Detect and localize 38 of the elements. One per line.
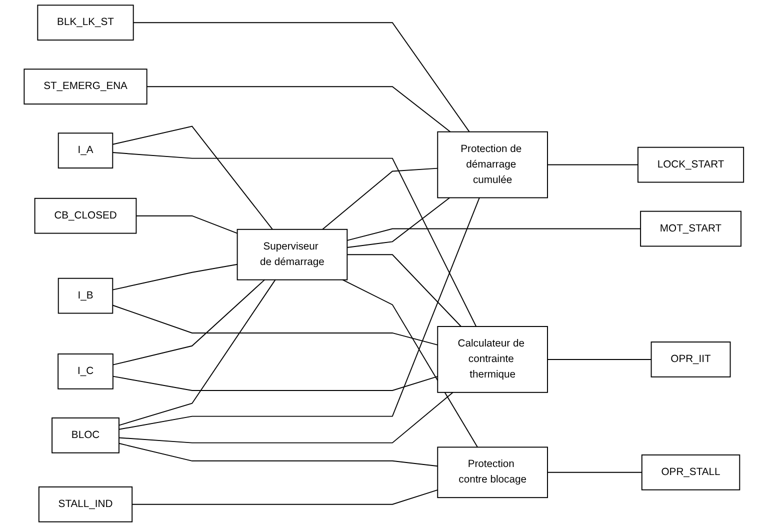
connector bbox=[131, 489, 438, 505]
node-box: I_C bbox=[57, 353, 114, 390]
node-box: I_B bbox=[58, 278, 113, 314]
node-box: Protection de démarrage cumulée bbox=[436, 131, 548, 198]
connector bbox=[118, 392, 454, 444]
connector bbox=[346, 228, 641, 241]
connector bbox=[112, 264, 238, 290]
connector bbox=[112, 126, 273, 230]
connector bbox=[346, 254, 462, 327]
connector bbox=[322, 168, 438, 230]
connector bbox=[135, 215, 238, 234]
node-box: I_A bbox=[58, 132, 113, 168]
node-box: OPR_IIT bbox=[650, 342, 730, 378]
connector bbox=[546, 164, 638, 166]
connector bbox=[112, 376, 438, 391]
node-box: MOT_START bbox=[640, 210, 742, 247]
connector bbox=[346, 197, 450, 248]
connector bbox=[132, 22, 470, 132]
node-box: STALL_IND bbox=[38, 486, 132, 522]
node-box: ST_EMERG_ENA bbox=[23, 68, 147, 105]
connector bbox=[118, 197, 480, 430]
node-box: CB_CLOSED bbox=[34, 198, 136, 234]
node-box: LOCK_START bbox=[637, 146, 744, 183]
node-box: BLOC bbox=[51, 417, 120, 454]
connector bbox=[146, 86, 450, 132]
node-box: Calculateur de contrainte thermique bbox=[436, 326, 548, 393]
connector bbox=[112, 304, 438, 346]
connector bbox=[118, 279, 276, 426]
node-box: Superviseur de démarrage bbox=[236, 228, 348, 280]
connector bbox=[546, 472, 642, 473]
node-box: Protection contre blocage bbox=[436, 446, 548, 498]
node-box: BLK_LK_ST bbox=[36, 4, 134, 41]
connector bbox=[112, 152, 476, 327]
node-box: OPR_STALL bbox=[641, 454, 740, 490]
connector bbox=[546, 358, 652, 360]
connector bbox=[112, 279, 265, 366]
connector bbox=[118, 442, 438, 467]
connector bbox=[342, 279, 478, 448]
